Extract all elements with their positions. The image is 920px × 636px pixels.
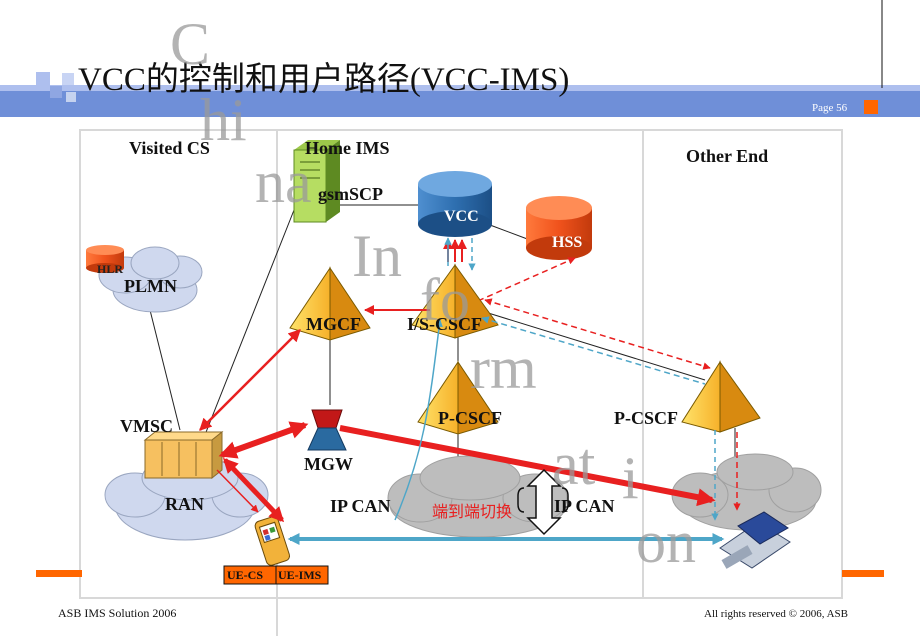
mgcf-label: MGCF [306, 314, 361, 334]
slide-title: VCC的控制和用户路径(VCC-IMS) [78, 62, 570, 98]
page-number: Page 56 [812, 102, 848, 114]
watermark-letter: hi [200, 87, 247, 153]
gsmscp-server [293, 140, 340, 223]
ue-cs-label: UE-CS [227, 568, 264, 582]
page-marker [864, 100, 878, 114]
far-end-terminal [719, 511, 791, 569]
pcscf-home-label: P-CSCF [438, 408, 502, 428]
blue-arrows [287, 237, 725, 545]
mgw-label: MGW [304, 454, 353, 474]
hlr-label: HLR [97, 262, 124, 276]
ipcan-other-label: IP CAN [554, 496, 615, 516]
vcc-database [418, 171, 492, 237]
plmn-label: PLMN [124, 276, 177, 296]
ue-ims-label: UE-IMS [278, 568, 322, 582]
watermark-letter: In [352, 223, 402, 289]
pcscf-other-label: P-CSCF [614, 408, 678, 428]
vmsc-switch [143, 430, 224, 480]
column-header-visited: Visited CS [129, 138, 210, 158]
gsmscp-label: gsmSCP [318, 184, 384, 204]
handover-label: 端到端切换 [432, 504, 513, 521]
watermark-letter: on [636, 509, 696, 575]
plmn-cloud [98, 246, 203, 313]
mgw-gateway [307, 409, 347, 451]
watermark-letter: rm [470, 335, 537, 401]
handover-arrow [526, 468, 562, 536]
ue-phone [254, 516, 291, 566]
watermark-letter: at [552, 431, 596, 497]
footer-right-text: All rights reserved © 2006, ASB [704, 608, 849, 620]
iscscf-label: I/S-CSCF [407, 314, 483, 334]
header-band [0, 72, 920, 117]
hss-database [526, 196, 592, 260]
pcscf-other-pyramid [681, 360, 761, 433]
hlr-database [86, 245, 124, 273]
footer-bar-right [842, 570, 884, 577]
vcc-label: VCC [444, 208, 479, 225]
red-dashed-arrows [479, 257, 741, 511]
watermark-letter: C [170, 11, 211, 77]
handover-brackets [517, 487, 569, 513]
column-header-home: Home IMS [305, 138, 390, 158]
vmsc-label: VMSC [120, 416, 173, 436]
footer-bar-left [36, 570, 82, 577]
column-header-other: Other End [686, 146, 769, 166]
pcscf-home-pyramid [417, 360, 499, 435]
watermark-letter: i [622, 445, 639, 511]
mgcf-pyramid [289, 266, 371, 341]
footer-left-text: ASB IMS Solution 2006 [58, 606, 177, 620]
watermark-letter: na [255, 149, 312, 215]
watermark-letter: fo [420, 267, 470, 333]
ipcan-home-label: IP CAN [330, 496, 391, 516]
red-arrows [199, 239, 716, 523]
ran-label: RAN [165, 494, 204, 514]
hss-label: HSS [552, 234, 583, 251]
